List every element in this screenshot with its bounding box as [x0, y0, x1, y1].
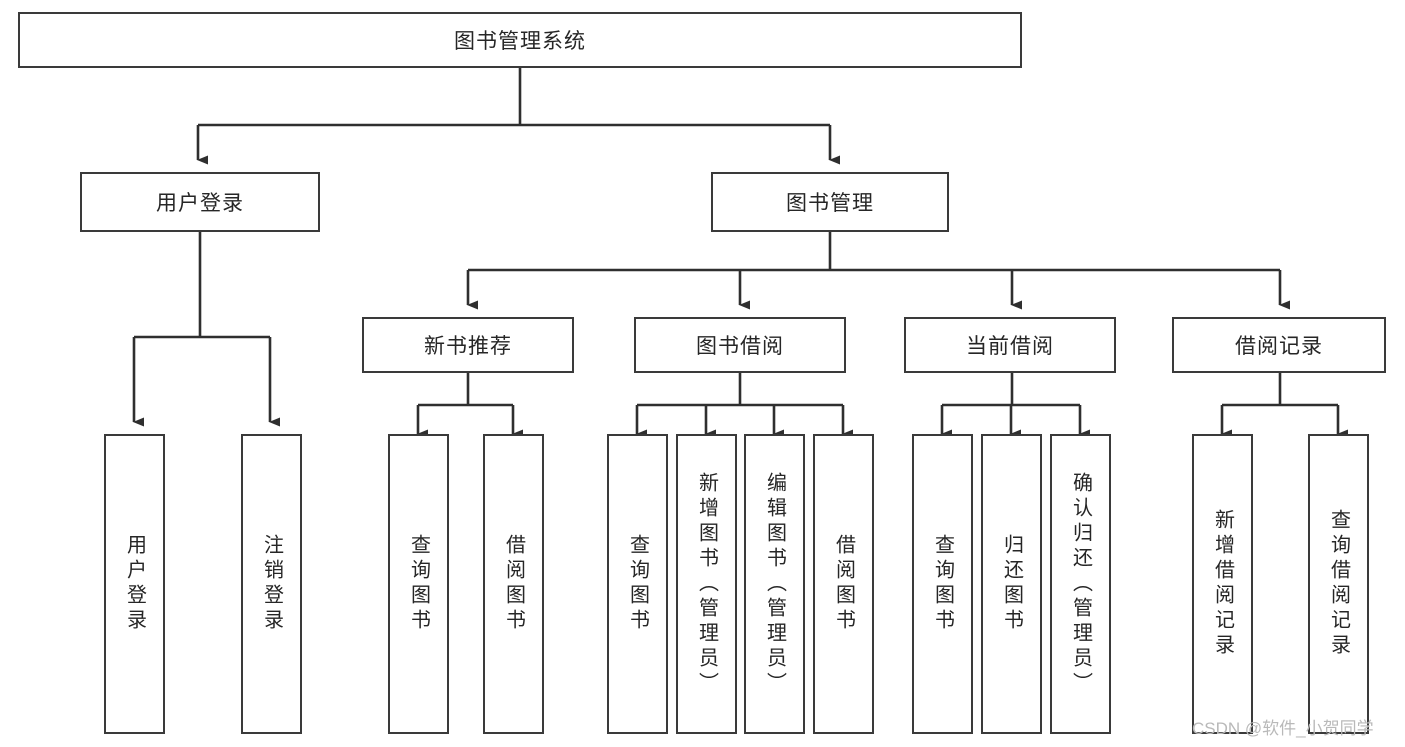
leaf-borrow-borrow-book[interactable]: 借阅图书	[813, 434, 874, 734]
node-label: 查询图书	[931, 534, 954, 634]
node-label: 借阅图书	[832, 534, 855, 634]
node-label: 新增图书（管理员）	[695, 471, 718, 697]
leaf-new-book-query[interactable]: 查询图书	[388, 434, 449, 734]
leaf-records-query-record[interactable]: 查询借阅记录	[1308, 434, 1369, 734]
leaf-current-confirm-return-admin[interactable]: 确认归还（管理员）	[1050, 434, 1111, 734]
leaf-current-query-book[interactable]: 查询图书	[912, 434, 973, 734]
node-root-book-management-system[interactable]: 图书管理系统	[18, 12, 1022, 68]
leaf-borrow-query-book[interactable]: 查询图书	[607, 434, 668, 734]
node-label: 图书管理系统	[454, 30, 586, 53]
node-user-login[interactable]: 用户登录	[80, 172, 320, 232]
node-label: 注销登录	[260, 534, 283, 634]
node-label: 查询图书	[407, 534, 430, 634]
node-book-borrow[interactable]: 图书借阅	[634, 317, 846, 373]
edges-bookmgmt-to-level3	[466, 232, 1290, 310]
csdn-watermark: CSDN @软件_小贺同学	[1192, 719, 1374, 738]
edges-newbook-to-leaves	[416, 373, 523, 439]
node-book-management[interactable]: 图书管理	[711, 172, 949, 232]
edges-root-to-level2	[196, 68, 840, 165]
node-label: 查询借阅记录	[1327, 509, 1350, 659]
node-label: 新增借阅记录	[1211, 509, 1234, 659]
node-label: 图书借阅	[696, 335, 784, 358]
edges-userlogin-to-leaves	[132, 232, 280, 427]
node-label: 图书管理	[786, 192, 874, 215]
leaf-user-login-logout[interactable]: 注销登录	[241, 434, 302, 734]
leaf-borrow-edit-book-admin[interactable]: 编辑图书（管理员）	[744, 434, 805, 734]
leaf-records-add-record[interactable]: 新增借阅记录	[1192, 434, 1253, 734]
node-label: 确认归还（管理员）	[1069, 471, 1092, 697]
node-current-borrow[interactable]: 当前借阅	[904, 317, 1116, 373]
leaf-current-return-book[interactable]: 归还图书	[981, 434, 1042, 734]
edges-records-to-leaves	[1220, 373, 1348, 439]
node-label: 借阅记录	[1235, 335, 1323, 358]
node-label: 用户登录	[156, 192, 244, 215]
node-new-book-recommend[interactable]: 新书推荐	[362, 317, 574, 373]
leaf-user-login-login[interactable]: 用户登录	[104, 434, 165, 734]
node-label: 用户登录	[123, 534, 146, 634]
leaf-new-book-borrow[interactable]: 借阅图书	[483, 434, 544, 734]
leaf-borrow-add-book-admin[interactable]: 新增图书（管理员）	[676, 434, 737, 734]
node-borrow-records[interactable]: 借阅记录	[1172, 317, 1386, 373]
node-label: 查询图书	[626, 534, 649, 634]
node-label: 归还图书	[1000, 534, 1023, 634]
node-label: 编辑图书（管理员）	[763, 471, 786, 697]
edges-borrow-to-leaves	[635, 373, 853, 439]
node-label: 新书推荐	[424, 335, 512, 358]
edges-current-to-leaves	[940, 373, 1090, 439]
node-label: 当前借阅	[966, 335, 1054, 358]
node-label: 借阅图书	[502, 534, 525, 634]
